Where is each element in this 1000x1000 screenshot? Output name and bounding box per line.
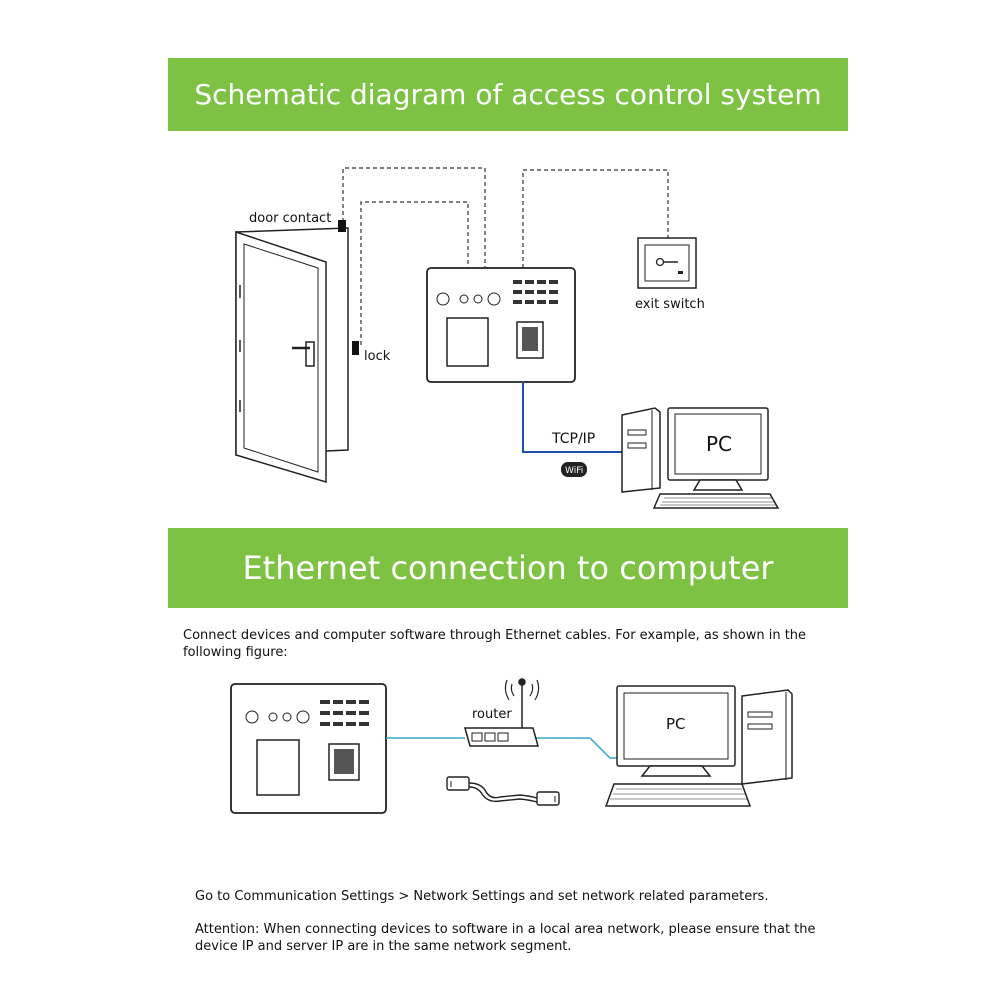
- section-title-ethernet: Ethernet connection to computer: [168, 528, 848, 608]
- access-terminal-icon: [426, 267, 576, 383]
- exit-switch-label: exit switch: [635, 297, 705, 312]
- dashed-wiring: [342, 167, 669, 345]
- lock-icon: [352, 341, 359, 355]
- tcpip-label: TCP/IP: [551, 431, 595, 447]
- intro-paragraph: Connect devices and computer software th…: [183, 628, 807, 660]
- door-contact-label: door contact: [249, 211, 331, 226]
- exit-switch-icon: [637, 237, 697, 289]
- wifi-badge-icon: WiFi: [561, 462, 587, 477]
- door-icon: [235, 227, 349, 484]
- attention-paragraph: Attention: When connecting devices to so…: [195, 922, 816, 954]
- keyboard-keys: [660, 497, 776, 506]
- section-title-schematic: Schematic diagram of access control syst…: [168, 58, 848, 131]
- tcpip-cable: [522, 382, 622, 453]
- wifi-badge-text: WiFi: [565, 466, 583, 476]
- door-contact-sensor: [338, 220, 346, 232]
- lock-label: lock: [364, 349, 391, 364]
- instruction-paragraph: Go to Communication Settings > Network S…: [195, 889, 769, 904]
- desktop-pc-icon: [621, 407, 780, 509]
- pc-label-top: PC: [706, 432, 732, 456]
